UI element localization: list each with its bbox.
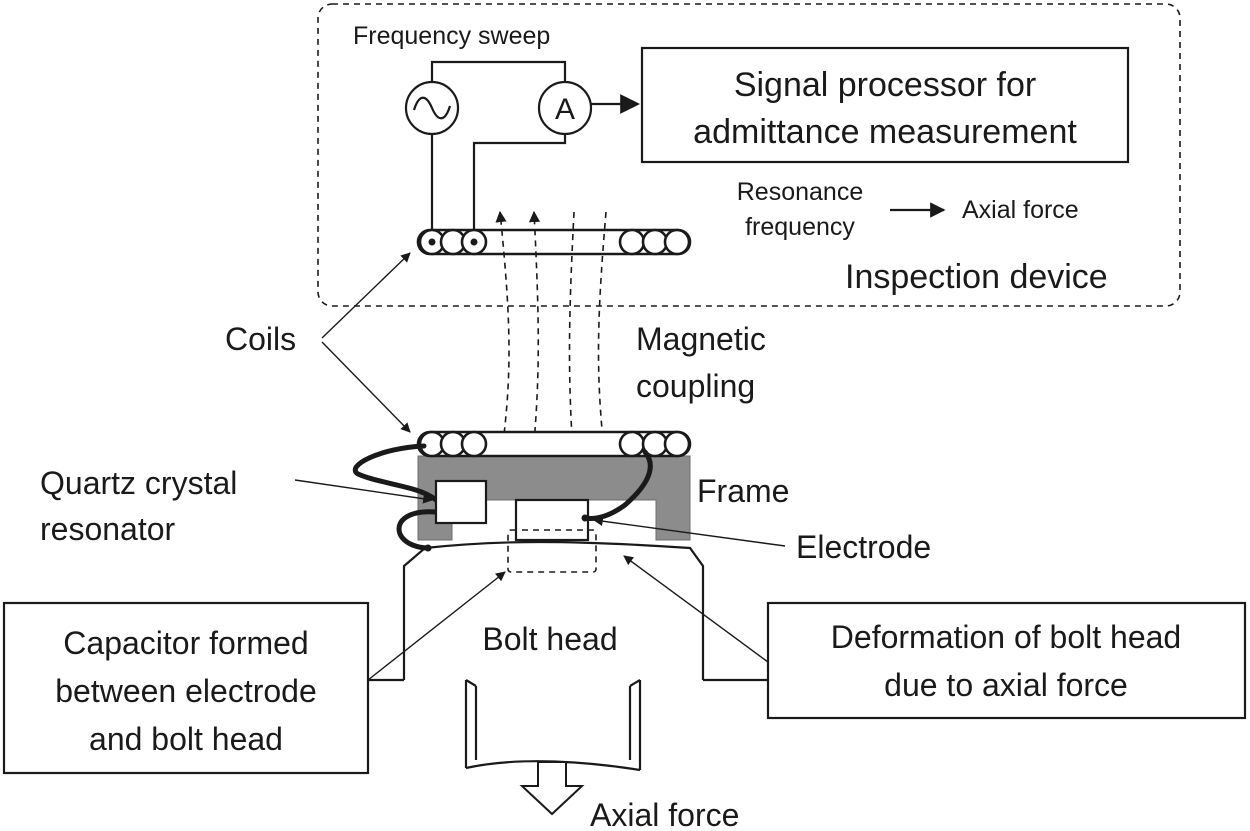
frame-label: Frame: [697, 473, 789, 509]
deformation-label-line2: due to axial force: [884, 667, 1128, 703]
upper-coil: [416, 228, 692, 256]
sine-wave-icon: [404, 80, 460, 136]
lower-coil: [416, 430, 692, 458]
capacitor-region: [507, 529, 597, 573]
resonance-label-line2: frequency: [745, 213, 855, 241]
electrode-leader: [593, 516, 786, 547]
inspection-device-label: Inspection device: [845, 258, 1108, 296]
capacitor-leader: [367, 571, 506, 681]
capacitor-label-line2: between electrode: [55, 673, 317, 709]
magnetic-coupling-label-line2: coupling: [636, 368, 755, 404]
deformation-label-line1: Deformation of bolt head: [831, 619, 1181, 655]
electrode: [514, 498, 590, 542]
ammeter-icon: A: [537, 80, 593, 136]
axial-force-arrow: [519, 761, 585, 816]
deformation-leader: [623, 555, 769, 663]
frequency-sweep-label: Frequency sweep: [353, 22, 550, 50]
quartz-leader: [294, 479, 433, 504]
inspection-device-boundary: [317, 3, 1181, 307]
deformation-label-box: [766, 601, 1247, 720]
quartz-crystal-resonator: [434, 479, 488, 525]
signal-processor-label-line1: Signal processor for: [734, 66, 1036, 104]
coils-upper-leader: [321, 252, 411, 339]
signal-processor-label-line2: admittance measurement: [693, 113, 1077, 151]
bolt-head-label: Bolt head: [482, 621, 617, 657]
coils-lower-leader: [321, 341, 411, 433]
quartz-label-line2: resonator: [40, 511, 176, 547]
resonance-label-line1: Resonance: [737, 178, 863, 206]
coils-label: Coils: [225, 321, 296, 357]
measurement-circuit: [430, 60, 567, 240]
ammeter-symbol: A: [555, 93, 575, 126]
signal-processor-box: [640, 46, 1130, 164]
frame: [417, 455, 691, 541]
magnetic-coupling-label-line1: Magnetic: [636, 321, 766, 357]
electrode-label: Electrode: [796, 529, 931, 565]
capacitor-label-line3: and bolt head: [89, 721, 283, 757]
quartz-label-line1: Quartz crystal: [40, 465, 237, 501]
axial-force-output-label: Axial force: [962, 196, 1079, 224]
capacitor-label-box: [2, 601, 370, 775]
axial-force-bottom-label: Axial force: [590, 797, 739, 831]
capacitor-label-line1: Capacitor formed: [63, 625, 308, 661]
